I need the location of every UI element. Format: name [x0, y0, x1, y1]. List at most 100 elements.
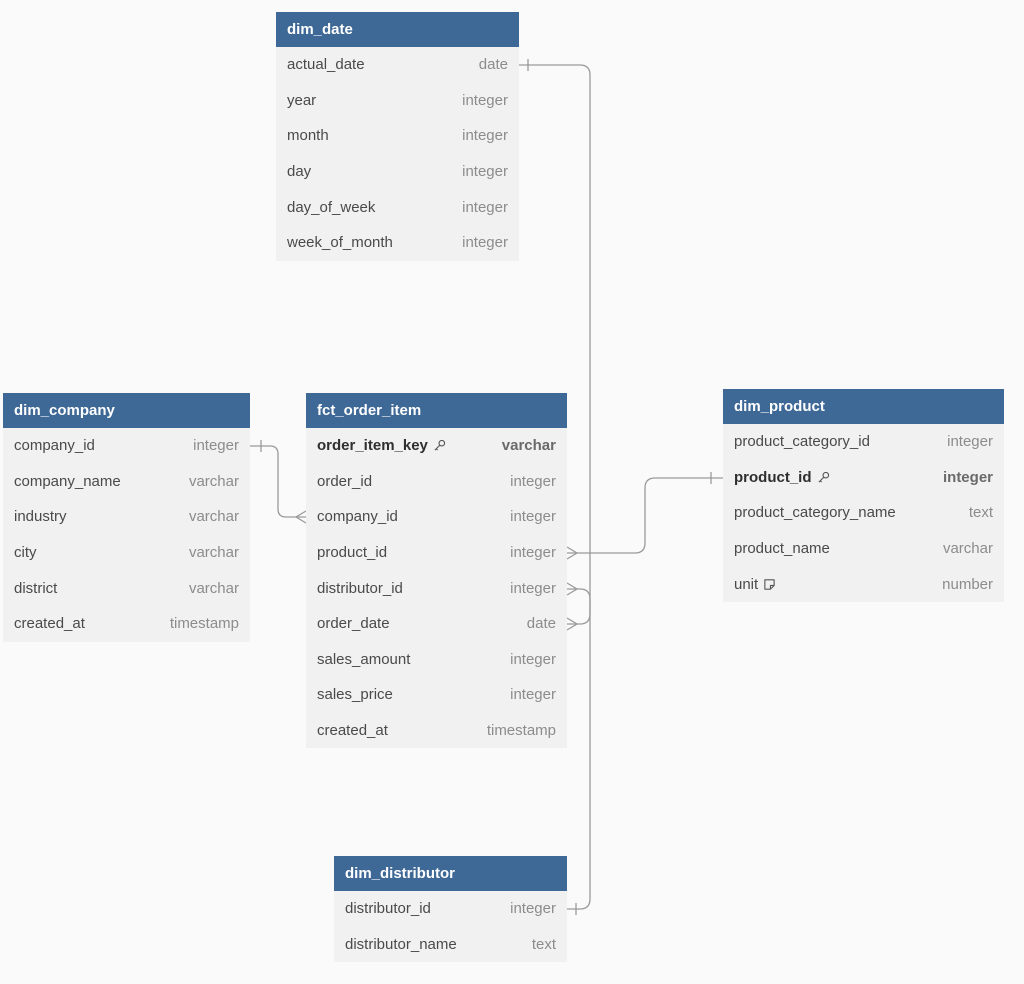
table-row[interactable]: product_name varchar	[723, 531, 1004, 567]
table-row-primary-key[interactable]: order_item_key varchar	[306, 428, 567, 464]
field-name: product_id	[317, 544, 388, 562]
field-type: integer	[462, 127, 508, 145]
table-row[interactable]: sales_amount integer	[306, 642, 567, 678]
field-type: text	[968, 504, 993, 522]
field-type: date	[478, 56, 508, 74]
field-type: number	[942, 575, 993, 593]
field-type: integer	[193, 437, 239, 455]
field-name: company_id	[14, 437, 95, 455]
table-row[interactable]: created_at timestamp	[3, 606, 250, 642]
field-type: integer	[510, 579, 556, 597]
table-row[interactable]: city varchar	[3, 535, 250, 571]
table-row-primary-key[interactable]: product_id integer	[723, 460, 1004, 496]
field-name: order_id	[317, 472, 373, 490]
field-name: product_category_name	[734, 504, 896, 522]
relationship-distributor	[567, 588, 591, 910]
table-row[interactable]: company_id integer	[306, 499, 567, 535]
field-name: product_category_id	[734, 433, 870, 451]
table-row[interactable]: distributor_id integer	[334, 891, 567, 927]
field-type: integer	[510, 508, 556, 526]
field-name-group: product_id	[734, 469, 830, 486]
table-row[interactable]: distributor_id integer	[306, 570, 567, 606]
table-fct-order-item[interactable]: fct_order_item order_item_key varchar or…	[306, 393, 567, 749]
field-name: company_name	[14, 472, 121, 490]
field-name: product_name	[734, 540, 830, 558]
field-name: company_id	[317, 508, 398, 526]
field-name: sales_amount	[317, 650, 411, 668]
table-header[interactable]: dim_date	[276, 12, 519, 47]
note-icon[interactable]	[763, 578, 776, 591]
field-name: distributor_id	[345, 900, 431, 918]
table-row[interactable]: order_id integer	[306, 464, 567, 500]
table-row[interactable]: product_id integer	[306, 535, 567, 571]
table-header[interactable]: dim_distributor	[334, 856, 567, 891]
relationship-date	[519, 64, 591, 625]
field-name: year	[287, 91, 317, 109]
table-header[interactable]: fct_order_item	[306, 393, 567, 428]
field-type: timestamp	[169, 615, 239, 633]
table-header[interactable]: dim_company	[3, 393, 250, 428]
table-header[interactable]: dim_product	[723, 389, 1004, 424]
field-name: distributor_id	[317, 579, 403, 597]
field-type: varchar	[188, 508, 239, 526]
field-name: order_item_key	[317, 437, 428, 455]
field-name: product_id	[734, 468, 812, 486]
relationship-product	[567, 477, 723, 554]
field-name: created_at	[14, 615, 85, 633]
field-name: sales_price	[317, 686, 393, 704]
field-name: actual_date	[287, 56, 365, 74]
field-type: varchar	[188, 544, 239, 562]
field-type: integer	[510, 650, 556, 668]
field-name: city	[14, 544, 37, 562]
table-row[interactable]: company_id integer	[3, 428, 250, 464]
key-icon	[817, 471, 829, 483]
field-name-group: order_item_key	[317, 437, 446, 454]
field-type: integer	[942, 468, 993, 486]
field-name: industry	[14, 508, 67, 526]
table-row[interactable]: month integer	[276, 118, 519, 154]
many-marker-date	[566, 617, 579, 631]
many-marker-product	[566, 546, 579, 560]
field-name: district	[14, 579, 58, 597]
table-dim-company[interactable]: dim_company company_id integer company_na…	[3, 393, 250, 642]
field-type: integer	[462, 163, 508, 181]
many-marker-company	[294, 510, 307, 524]
field-name: unit	[734, 575, 759, 593]
many-marker-distributor	[566, 582, 579, 596]
field-name: order_date	[317, 615, 390, 633]
field-type: integer	[510, 544, 556, 562]
table-row[interactable]: actual_date date	[276, 47, 519, 83]
field-type: varchar	[188, 472, 239, 490]
table-row[interactable]: unit number	[723, 566, 1004, 602]
field-name-group: unit	[734, 576, 776, 593]
table-row[interactable]: day integer	[276, 154, 519, 190]
field-type: integer	[510, 472, 556, 490]
table-row[interactable]: industry varchar	[3, 499, 250, 535]
field-type: integer	[510, 686, 556, 704]
table-row[interactable]: company_name varchar	[3, 464, 250, 500]
table-row[interactable]: product_category_name text	[723, 495, 1004, 531]
field-type: varchar	[942, 540, 993, 558]
key-icon	[434, 440, 446, 451]
relationship-company	[250, 445, 306, 518]
field-type: timestamp	[486, 722, 556, 740]
field-name: month	[287, 127, 329, 145]
field-name: distributor_name	[345, 935, 457, 953]
table-row[interactable]: sales_price integer	[306, 677, 567, 713]
field-name: week_of_month	[287, 234, 393, 252]
table-dim-distributor[interactable]: dim_distributor distributor_id integer di…	[334, 856, 567, 963]
field-name: day	[287, 163, 312, 181]
field-type: integer	[510, 900, 556, 918]
field-type: varchar	[501, 437, 556, 455]
